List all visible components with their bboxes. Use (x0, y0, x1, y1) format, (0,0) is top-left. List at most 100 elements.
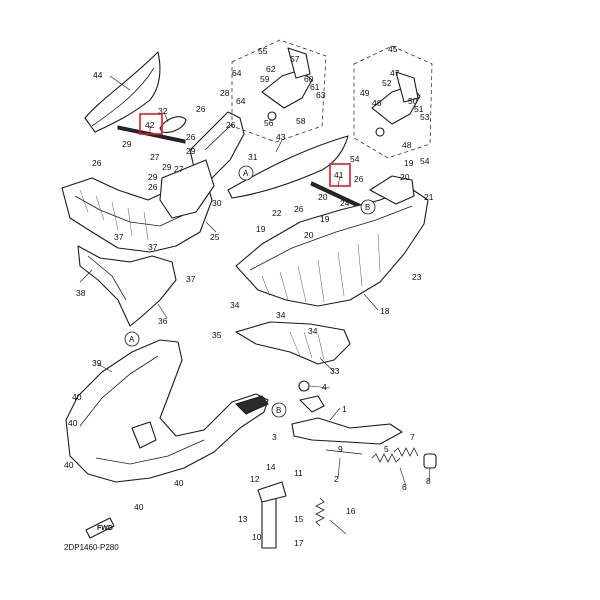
part-number-label: 33 (330, 366, 340, 376)
cap-8 (423, 453, 437, 469)
svg-text:B: B (365, 203, 370, 212)
part-number-label: 18 (380, 306, 390, 316)
part-number-label: 61 (310, 82, 320, 92)
spring-16 (315, 497, 325, 527)
svg-text:B: B (276, 406, 281, 415)
part-number-label: 49 (360, 88, 370, 98)
part-number-label: 26 (186, 132, 196, 142)
part-number-label: 38 (76, 288, 86, 298)
part-number-label: 53 (420, 112, 430, 122)
part-number-label: 50 (408, 96, 418, 106)
part-number-label: 37 (114, 232, 124, 242)
brake-pedal-1 (291, 395, 403, 445)
part-number-label: 9 (338, 444, 343, 454)
part-number-label: 26 (148, 182, 158, 192)
footrest-group-55 (231, 39, 327, 143)
part-number-label: 22 (272, 208, 282, 218)
part-number-label: 55 (258, 46, 268, 56)
part-number-label: 15 (294, 514, 304, 524)
ref-mark-a-top: A (238, 165, 254, 181)
part-number-label: 51 (414, 104, 424, 114)
svg-text:A: A (129, 335, 135, 344)
part-number-label: 34 (230, 300, 240, 310)
part-number-label: 20 (304, 230, 314, 240)
part-number-label: 43 (276, 132, 286, 142)
part-number-label: 59 (260, 74, 270, 84)
part-number-label: 29 (148, 172, 158, 182)
part-number-label: 13 (238, 514, 248, 524)
inner-panel-assembly (61, 111, 245, 253)
svg-text:A: A (243, 169, 249, 178)
footrest-group-45 (353, 45, 433, 159)
part-number-label: 40 (64, 460, 74, 470)
part-number-label: 19 (404, 158, 414, 168)
part-number-label: 12 (250, 474, 260, 484)
part-number-label: 40 (68, 418, 78, 428)
part-number-label: 58 (296, 116, 306, 126)
part-number-label: 20 (400, 172, 410, 182)
part-number-label: 29 (122, 139, 132, 149)
part-number-label: 20 (318, 192, 328, 202)
part-number-label: 7 (410, 432, 415, 442)
part-number-label: 44 (93, 70, 103, 80)
under-cover-44 (84, 51, 161, 133)
part-number-label: 42 (145, 120, 155, 130)
part-number-label: 40 (174, 478, 184, 488)
part-number-label: 56 (264, 118, 274, 128)
part-number-label: 37 (148, 242, 158, 252)
part-number-label: 5 (384, 444, 389, 454)
part-number-label: 26 (354, 174, 364, 184)
part-number-label: 25 (210, 232, 220, 242)
part-number-label: 30 (212, 198, 222, 208)
ref-mark-b-right: B (360, 199, 376, 215)
side-cover-43 (227, 135, 349, 199)
part-number-label: 40 (134, 502, 144, 512)
part-number-label: 19 (320, 214, 330, 224)
ref-mark-b-bottom: B (271, 402, 287, 418)
part-number-label: 34 (308, 326, 318, 336)
part-number-label: 39 (92, 358, 102, 368)
part-number-label: 57 (290, 54, 300, 64)
part-number-label: 63 (316, 90, 326, 100)
part-number-label: 46 (372, 98, 382, 108)
part-number-label: 24 (340, 198, 350, 208)
fwd-arrow-icon: FWD (85, 517, 115, 539)
part-number-label: 54 (420, 156, 430, 166)
part-number-label: 28 (220, 88, 230, 98)
highlight-box-41 (329, 163, 351, 187)
part-number-label: 4 (322, 382, 327, 392)
part-number-label: 32 (158, 106, 168, 116)
part-number-label: 26 (226, 120, 236, 130)
part-number-label: 6 (402, 482, 407, 492)
part-number-label: 41 (334, 170, 344, 180)
part-number-label: 16 (346, 506, 356, 516)
body-cover-18 (235, 175, 429, 307)
figure-code: 2DP1460-P280 (64, 543, 119, 552)
part-number-label: 8 (426, 476, 431, 486)
part-number-label: 2 (334, 474, 339, 484)
part-number-label: 11 (294, 468, 303, 478)
footrest-bar-33 (235, 321, 351, 365)
spring-5 (371, 453, 401, 463)
part-number-label: 47 (390, 68, 400, 78)
svg-text:FWD: FWD (97, 525, 113, 532)
ref-mark-a-bottom: A (124, 331, 140, 347)
part-number-label: 14 (266, 462, 276, 472)
cap-32 (159, 116, 187, 133)
side-stand-10 (257, 481, 287, 549)
part-number-label: 31 (248, 152, 258, 162)
part-number-labels: 44 42 32 29 27 26 29 27 29 26 26 29 26 2… (64, 44, 434, 548)
part-number-label: 52 (382, 78, 392, 88)
leader-lines (79, 75, 431, 535)
part-number-label: 26 (294, 204, 304, 214)
part-number-label: 21 (424, 192, 434, 202)
spring-6 (393, 447, 419, 457)
part-number-label: 54 (350, 154, 360, 164)
part-number-label: 26 (92, 158, 102, 168)
part-number-label: 64 (232, 68, 242, 78)
part-number-label: 23 (412, 272, 422, 282)
part-number-label: 26 (196, 104, 206, 114)
lower-cover-36 (77, 245, 177, 327)
part-number-label: 60 (304, 74, 314, 84)
part-number-label: 62 (266, 64, 276, 74)
